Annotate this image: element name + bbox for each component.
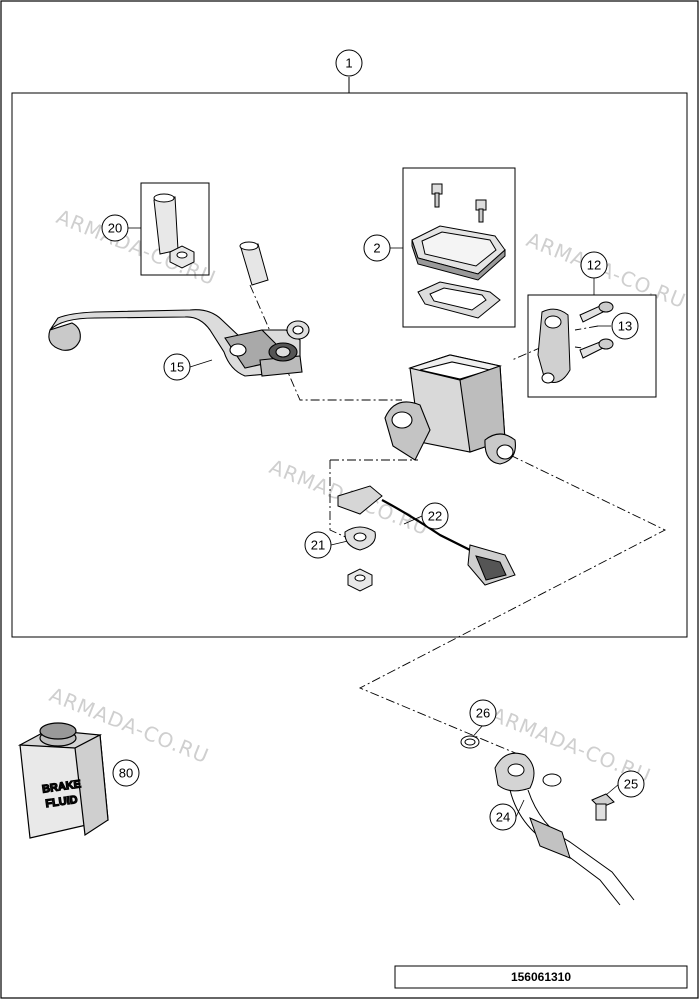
callout-1-label: 1	[345, 56, 352, 71]
callout-12-label: 12	[587, 258, 601, 273]
callout-12[interactable]: 12	[580, 251, 608, 279]
pivot-sleeve	[239, 241, 269, 286]
callout-21-label: 21	[311, 538, 325, 553]
callout-20[interactable]: 20	[101, 214, 129, 242]
part-24-25-26-banjo-hose	[460, 735, 635, 906]
callout-25[interactable]: 25	[617, 770, 645, 798]
callout-2[interactable]: 2	[363, 234, 391, 262]
subkit-box-20	[140, 182, 210, 276]
callout-2-label: 2	[373, 241, 380, 256]
subkit-box-12	[527, 294, 657, 398]
callout-15[interactable]: 15	[163, 353, 191, 381]
callouts: 1 2 12 13 15 20 21 22	[101, 49, 645, 831]
assembly-connection-lines	[249, 284, 667, 756]
callout-24[interactable]: 24	[489, 803, 517, 831]
callout-25-label: 25	[624, 777, 638, 792]
callout-80[interactable]: 80	[112, 759, 140, 787]
part-80-brake-fluid-bottle: BRAKE FLUID	[17, 722, 109, 839]
diagram-ref-box	[394, 965, 688, 989]
part-15-brake-lever	[48, 309, 310, 377]
watermark-1: ARMADA-CO.RU	[53, 204, 219, 290]
callout-80-label: 80	[119, 766, 133, 781]
callout-20-label: 20	[108, 221, 122, 236]
callout-22-label: 22	[428, 509, 442, 524]
callout-22[interactable]: 22	[421, 502, 449, 530]
diagram-ref-number: 156061310	[511, 970, 571, 984]
callout-13-label: 13	[618, 319, 632, 334]
part-2-cover-kit	[411, 183, 506, 319]
callout-15-label: 15	[170, 360, 184, 375]
callout-13[interactable]: 13	[611, 312, 639, 340]
callout-21[interactable]: 21	[304, 531, 332, 559]
callout-1[interactable]: 1	[335, 49, 363, 77]
callout-24-label: 24	[496, 810, 510, 825]
part-21-22-brake-light-switch	[337, 485, 516, 592]
bottle-label-line2: FLUID	[45, 794, 79, 810]
callout-26-label: 26	[476, 706, 490, 721]
master-cylinder-body	[384, 354, 516, 465]
subkit-box-2	[402, 167, 516, 328]
part-12-13-clamp-and-bolts	[537, 301, 614, 384]
callout-26[interactable]: 26	[469, 699, 497, 727]
part-20-sleeve-and-nut	[153, 193, 195, 269]
assembly-frame	[11, 92, 688, 638]
